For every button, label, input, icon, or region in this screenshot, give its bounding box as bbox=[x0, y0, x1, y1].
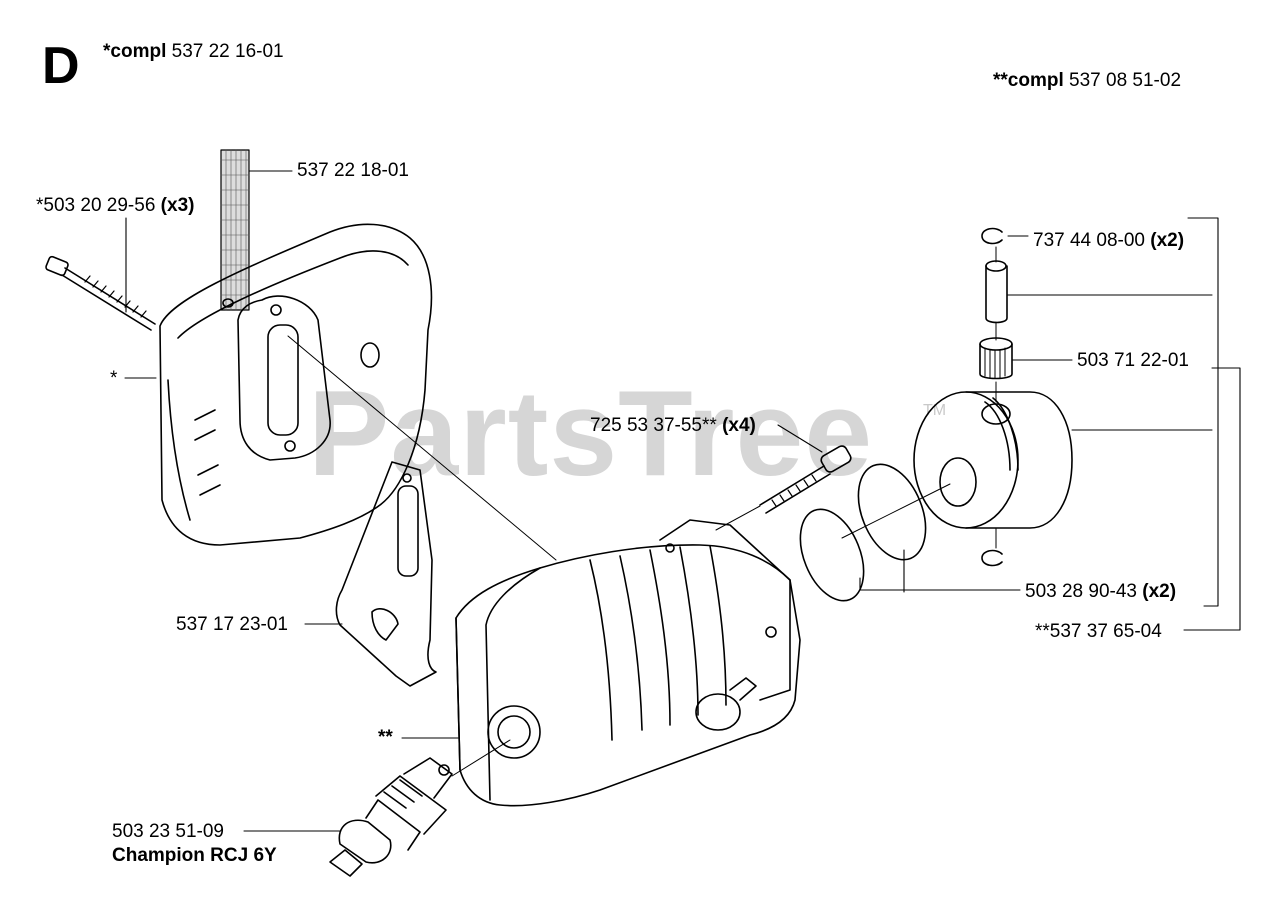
cylinder-drawing[interactable] bbox=[455, 519, 801, 807]
piston-kit-label: **compl 537 08 51-02 bbox=[993, 71, 1181, 90]
center-lines bbox=[287, 246, 997, 777]
cylinder-screw-drawing[interactable] bbox=[759, 444, 853, 514]
muffler-bolt-drawing[interactable] bbox=[45, 255, 156, 331]
piston-rings-drawing[interactable] bbox=[788, 454, 938, 610]
muffler-kit-label: *compl 537 22 16-01 bbox=[103, 42, 284, 61]
muffler-bolt-part-number[interactable]: *503 20 29-56 bbox=[36, 195, 156, 216]
muffler-drawing[interactable] bbox=[159, 223, 433, 546]
needle-bearing-drawing[interactable] bbox=[979, 337, 1013, 380]
watermark-trademark: TM bbox=[923, 402, 947, 419]
watermark: PartsTree bbox=[308, 365, 874, 501]
cylinder-screw-callout: 725 53 37-55** (x4) bbox=[590, 416, 756, 435]
cylinder-screw-qty: (x4) bbox=[722, 415, 756, 436]
screen-drawing[interactable] bbox=[220, 149, 250, 311]
gasket-part-number[interactable]: 537 17 23-01 bbox=[176, 614, 288, 635]
section-letter: D bbox=[42, 37, 80, 95]
muffler-bolt-qty: (x3) bbox=[160, 195, 195, 216]
circlip-drawing[interactable] bbox=[981, 227, 1003, 567]
piston-assembly-part-number[interactable]: **537 37 65-04 bbox=[1035, 621, 1162, 642]
piston-drawing[interactable] bbox=[913, 391, 1073, 529]
cylinder-screw-part-number[interactable]: 725 53 37-55** bbox=[590, 415, 717, 436]
spark-plug-drawing[interactable] bbox=[329, 757, 453, 877]
gasket-drawing[interactable] bbox=[335, 461, 437, 687]
circlip-qty: (x2) bbox=[1150, 230, 1185, 251]
rings-part-number[interactable]: 503 28 90-43 bbox=[1025, 581, 1137, 602]
bearing-part-number[interactable]: 503 71 22-01 bbox=[1077, 350, 1189, 371]
muffler-kit-prefix: *compl bbox=[103, 41, 167, 62]
muffler-kit-number[interactable]: 537 22 16-01 bbox=[171, 41, 284, 62]
circlip-part-number[interactable]: 737 44 08-00 bbox=[1033, 230, 1145, 251]
muffler-bolt-callout: *503 20 29-56 (x3) bbox=[36, 196, 194, 215]
piston-kit-number[interactable]: 537 08 51-02 bbox=[1069, 70, 1182, 91]
wrist-pin-drawing[interactable] bbox=[985, 260, 1008, 324]
piston-kit-prefix: **compl bbox=[993, 70, 1064, 91]
rings-callout: 503 28 90-43 (x2) bbox=[1025, 582, 1176, 601]
cylinder-kit-mark: ** bbox=[378, 727, 393, 748]
screen-part-number[interactable]: 537 22 18-01 bbox=[297, 160, 409, 181]
muffler-kit-mark: * bbox=[110, 368, 118, 389]
circlip-callout: 737 44 08-00 (x2) bbox=[1033, 231, 1184, 250]
spark-plug-brand: Champion RCJ 6Y bbox=[112, 845, 277, 866]
rings-qty: (x2) bbox=[1142, 581, 1177, 602]
spark-plug-part-number[interactable]: 503 23 51-09 bbox=[112, 821, 224, 842]
leader-lines bbox=[124, 170, 1241, 832]
